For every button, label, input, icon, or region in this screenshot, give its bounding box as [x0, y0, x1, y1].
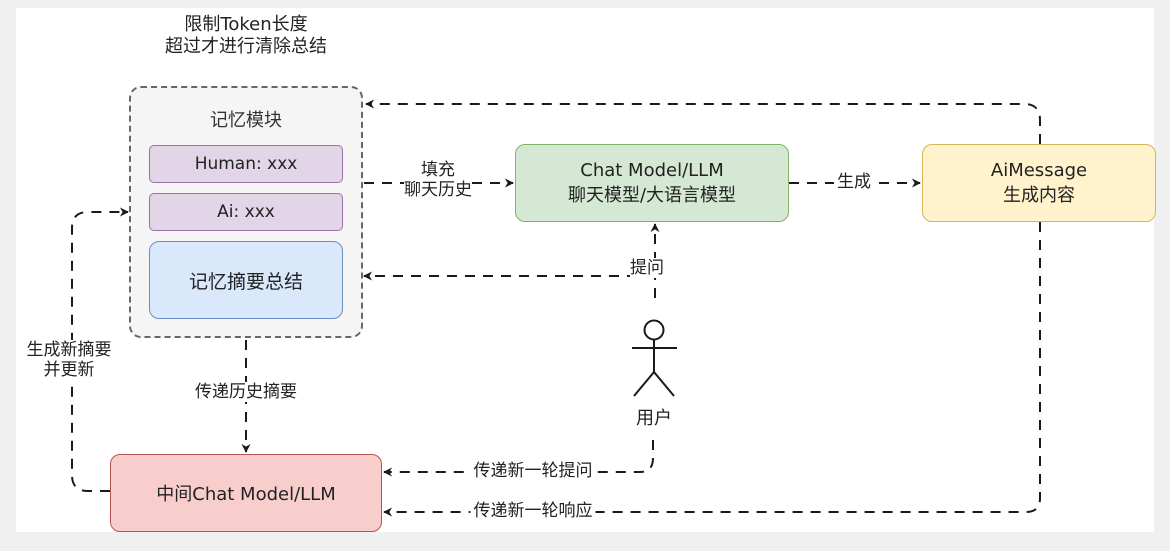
- memory-module-title: 记忆模块: [210, 110, 282, 131]
- ai-message-line2: 生成内容: [1003, 184, 1075, 206]
- memory-item-ai-label: Ai: xxx: [217, 202, 275, 222]
- middle-chat-model-label: 中间Chat Model/LLM: [156, 484, 336, 505]
- memory-item-human[interactable]: Human: xxx: [149, 145, 343, 183]
- edge-label-fill-history-line2: 聊天历史: [404, 180, 472, 201]
- middle-chat-model-node[interactable]: 中间Chat Model/LLM: [110, 454, 382, 532]
- token-limit-note: 限制Token长度 超过才进行清除总结: [165, 14, 327, 57]
- chat-model-line1: Chat Model/LLM: [580, 159, 724, 181]
- user-stick-figure: [632, 319, 677, 397]
- user-label: 用户: [636, 408, 672, 430]
- token-limit-note-line1: 限制Token长度: [184, 14, 308, 35]
- edge-aimsg-to-memory: [365, 99, 1041, 144]
- memory-summary[interactable]: 记忆摘要总结: [149, 241, 343, 319]
- edge-label-new-summary-line2: 并更新: [43, 360, 95, 381]
- edge-new-question: [383, 440, 654, 477]
- edge-label-ask: 提问: [630, 258, 664, 279]
- edge-label-fill-history-line1: 填充: [421, 160, 455, 180]
- token-limit-note-line2: 超过才进行清除总结: [165, 35, 327, 57]
- chat-model-node[interactable]: Chat Model/LLM 聊天模型/大语言模型: [515, 144, 789, 222]
- edge-label-generate: 生成: [834, 172, 874, 193]
- edge-label-fill-history: 填充 聊天历史: [404, 160, 472, 201]
- edge-label-new-summary: 生成新摘要 并更新: [26, 340, 112, 381]
- chat-model-line2: 聊天模型/大语言模型: [567, 184, 737, 206]
- memory-item-ai[interactable]: Ai: xxx: [149, 193, 343, 231]
- edge-label-new-question: 传递新一轮提问: [470, 461, 596, 482]
- edge-label-new-summary-line1: 生成新摘要: [26, 340, 112, 360]
- edge-new-response: [383, 222, 1041, 517]
- edge-label-pass-history: 传递历史摘要: [193, 382, 299, 403]
- edge-label-new-response: 传递新一轮响应: [470, 501, 596, 522]
- memory-item-human-label: Human: xxx: [194, 154, 298, 174]
- memory-summary-label: 记忆摘要总结: [188, 270, 303, 293]
- ai-message-line1: AiMessage: [990, 159, 1088, 181]
- ai-message-node[interactable]: AiMessage 生成内容: [922, 144, 1156, 222]
